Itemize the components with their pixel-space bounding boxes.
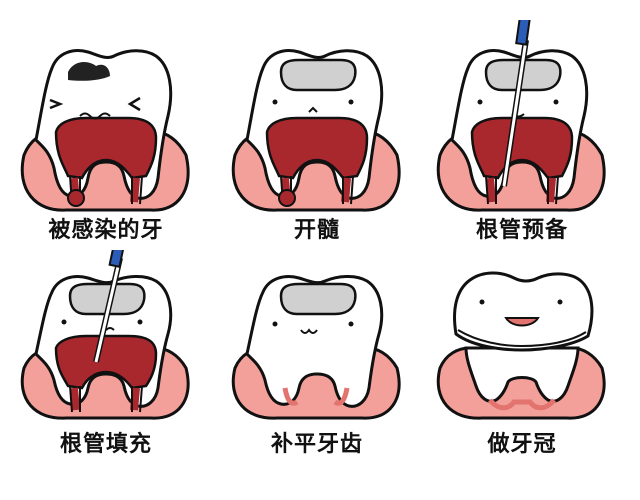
canal-preparation-illustration (436, 20, 606, 212)
step-label: 根管预备 (475, 218, 568, 243)
step-infected-tooth: 被感染的牙 (6, 20, 206, 260)
open-pulp-illustration (231, 49, 401, 212)
step-crown: 做牙冠 (422, 250, 622, 490)
step-restore-tooth: 补平牙齿 (217, 250, 417, 490)
infected-tooth-illustration (20, 49, 190, 212)
step-label: 做牙冠 (487, 432, 557, 457)
step-label: 被感染的牙 (48, 218, 164, 243)
restored-tooth-illustration (231, 275, 401, 420)
step-canal-preparation: 根管预备 (422, 20, 622, 260)
step-open-pulp: 开髓 (217, 20, 417, 260)
step-label: 补平牙齿 (270, 432, 363, 457)
step-label: 开髓 (293, 218, 340, 243)
step-canal-filling: 根管填充 (6, 250, 206, 490)
canal-filling-illustration (20, 250, 190, 420)
step-label: 根管填充 (59, 432, 152, 457)
crowned-tooth-illustration (436, 271, 606, 420)
